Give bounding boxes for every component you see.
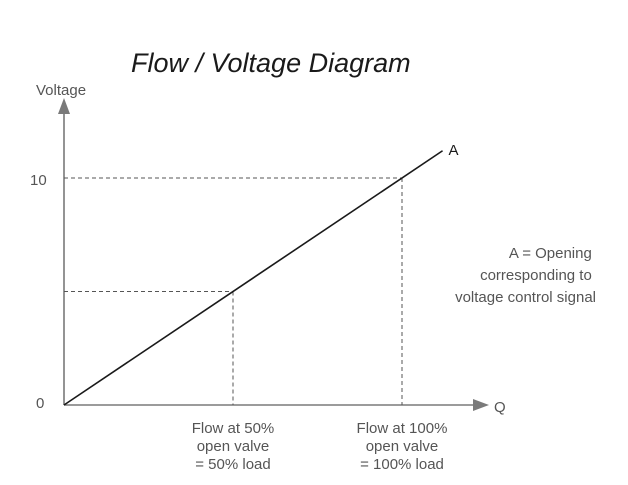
x-axis-arrow	[473, 399, 489, 411]
marker-label-1-line-3: = 50% load	[195, 456, 270, 473]
marker-label-2-line-1: Flow at 100%	[357, 420, 448, 437]
annotation-line-3: voltage control signal	[455, 289, 596, 306]
y-tick-10: 10	[30, 172, 47, 189]
marker-label-2-line-3: = 100% load	[360, 456, 444, 473]
marker-label-1-line-1: Flow at 50%	[192, 420, 275, 437]
series-label-1: A	[449, 142, 459, 159]
annotation-line-2: corresponding to	[480, 267, 592, 284]
y-tick-0: 0	[36, 395, 44, 412]
y-axis-label: Voltage	[36, 82, 86, 99]
marker-label-1-line-2: open valve	[197, 438, 270, 455]
marker-label-2-line-2: open valve	[366, 438, 439, 455]
series-line-1	[63, 150, 444, 406]
annotation: A = Opening corresponding to voltage con…	[455, 245, 596, 306]
marker-label-2: Flow at 100%open valve= 100% load	[357, 420, 448, 473]
y-axis-arrow	[58, 98, 70, 114]
chart-title: Flow / Voltage Diagram	[131, 48, 411, 78]
annotation-line-1: A = Opening	[509, 245, 592, 262]
x-axis-label: Q	[494, 399, 506, 416]
marker-label-1: Flow at 50%open valve= 50% load	[192, 420, 275, 473]
